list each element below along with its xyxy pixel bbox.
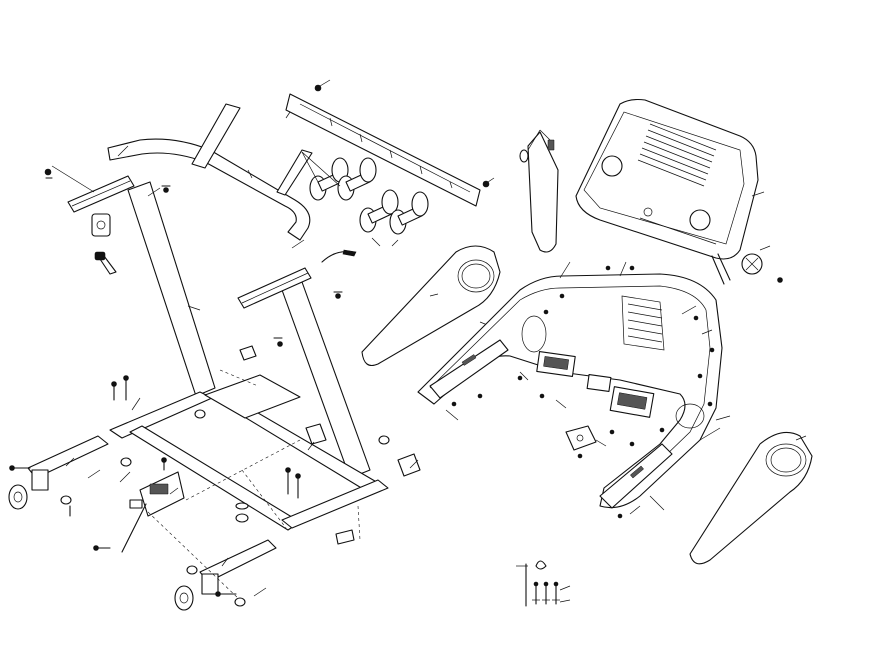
console-grille	[638, 124, 716, 186]
console-speaker-grille	[622, 296, 664, 350]
right-handrail-cover	[690, 432, 812, 563]
left-handrail-cover	[362, 246, 500, 366]
dumbbells	[302, 152, 428, 246]
small-hardware-set	[516, 561, 570, 606]
hardware-fasteners	[10, 106, 419, 606]
console-base	[418, 262, 730, 518]
front-cover-strip	[286, 80, 494, 206]
side-trim-strip	[520, 130, 558, 252]
base-frame	[9, 346, 420, 610]
console-cover	[576, 100, 783, 285]
upright-frame	[68, 104, 370, 478]
